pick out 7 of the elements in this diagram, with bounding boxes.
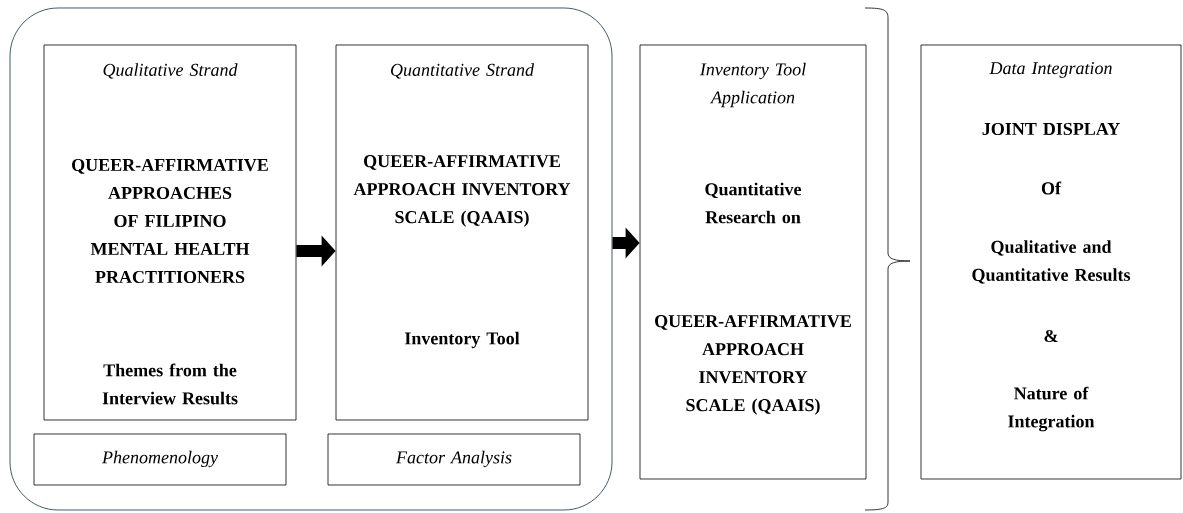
process-box: Qualitative Strand QUEER-AFFIRMATIVE APPROACHES OF FILIPINO MENTAL HEALTH PRACTITIONERS Themes from the Interview Results: [43, 44, 297, 421]
method-box: Factor Analysis: [327, 433, 581, 486]
rounded-frame: [9, 7, 613, 511]
process-box: Quantitative Strand QUEER-AFFIRMATIVE APPROACH INVENTORY SCALE (QAAIS) Inventory Tool: [335, 44, 589, 421]
method-box: Phenomenology: [33, 433, 287, 486]
process-box: Data Integration JOINT DISPLAY Of Qualitative and Quantitative Results & Nature of Integration: [920, 44, 1182, 480]
process-box: Inventory Tool Application Quantitative Research on QUEER-AFFIRMATIVE APPROACH INVENTORY SCALE (QAAIS): [639, 44, 867, 480]
